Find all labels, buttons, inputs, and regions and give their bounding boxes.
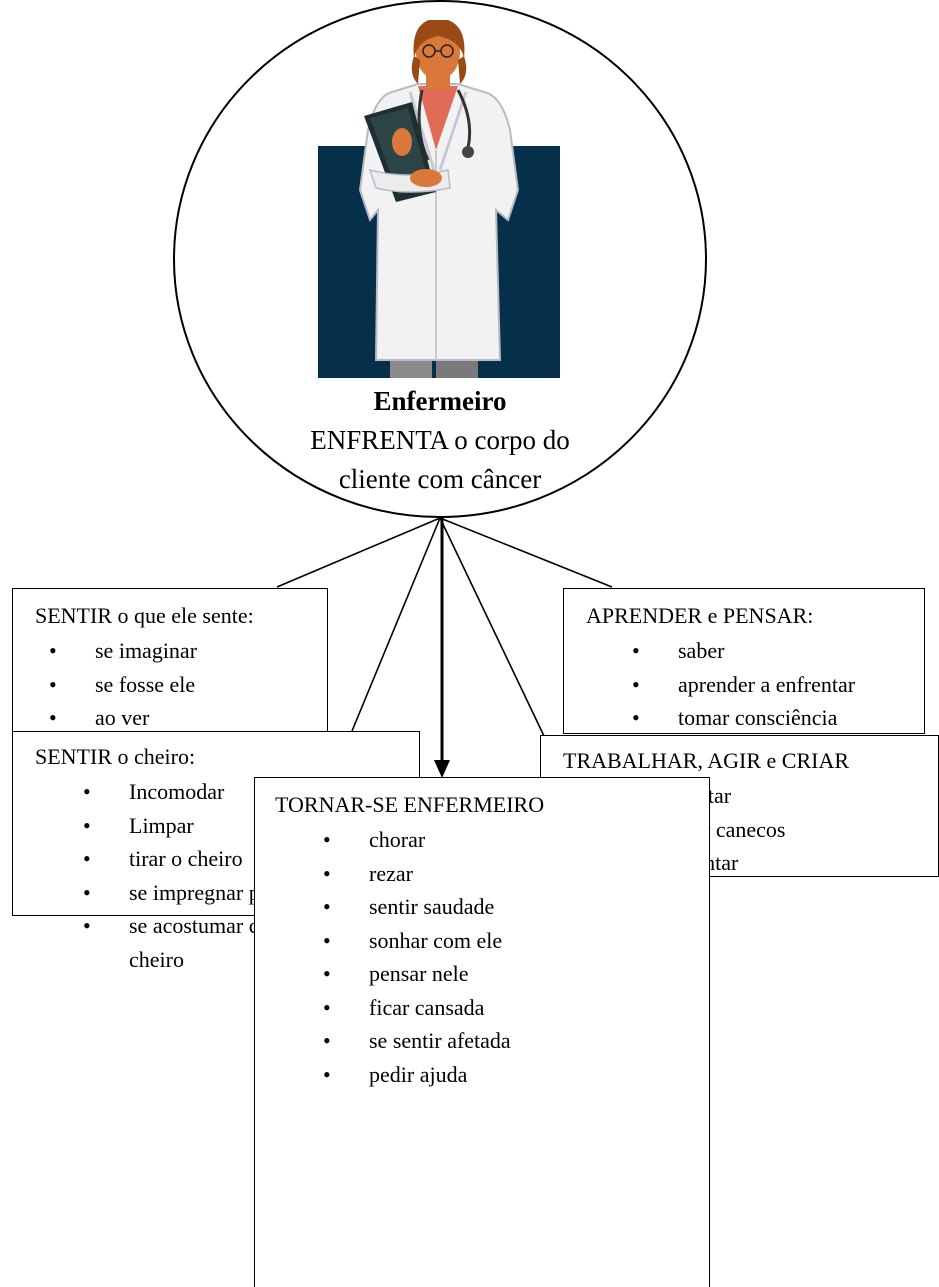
- list-item: •ficar cansada: [323, 994, 485, 1020]
- box-title: TRABALHAR, AGIR e CRIAR: [563, 748, 850, 773]
- list-item: •saber: [632, 638, 725, 663]
- list-item: •Incomodar: [83, 779, 225, 804]
- connector-line-trabalhar: [439, 517, 545, 737]
- center-line-2: cliente com câncer: [338, 464, 542, 494]
- center-caption: Enfermeiro ENFRENTA o corpo do cliente c…: [240, 382, 640, 499]
- box-title: SENTIR o que ele sente:: [35, 603, 254, 628]
- connector-line-sentir-cheiro: [351, 517, 441, 732]
- list-item: •pedir ajuda: [323, 1061, 468, 1087]
- center-title: Enfermeiro: [373, 386, 507, 416]
- box-list: •saber •aprender a enfrentar •tomar cons…: [632, 634, 924, 735]
- box-list: •chorar •rezar •sentir saudade •sonhar c…: [323, 823, 709, 1091]
- list-item: •pensar nele: [323, 961, 469, 986]
- box-tornar-se-enfermeiro: TORNAR-SE ENFERMEIRO •chorar •rezar •sen…: [254, 777, 710, 1287]
- box-aprender-e-pensar: APRENDER e PENSAR: •saber •aprender a en…: [563, 588, 925, 734]
- list-item: •se sentir afetada: [323, 1028, 511, 1053]
- list-item: •se imaginar: [49, 638, 198, 663]
- box-sentir-o-que-sente: SENTIR o que ele sente: •se imaginar •se…: [12, 588, 328, 734]
- box-title: TORNAR-SE ENFERMEIRO: [275, 792, 545, 817]
- center-line-1: ENFRENTA o corpo do: [310, 425, 570, 455]
- list-item: •tirar o cheiro: [83, 846, 243, 871]
- center-circle: [173, 0, 707, 518]
- nurse-illustration: [318, 20, 560, 378]
- connector-line-sentir-sente: [276, 517, 441, 588]
- box-title: APRENDER e PENSAR:: [586, 603, 814, 628]
- connector-line-aprender: [439, 517, 613, 588]
- box-title: SENTIR o cheiro:: [35, 744, 196, 769]
- list-item-continuation: cheiro: [129, 946, 184, 972]
- list-item: •tomar consciência: [632, 705, 838, 730]
- list-item: •Limpar: [83, 812, 194, 838]
- list-item: •rezar: [323, 860, 413, 886]
- list-item: •ao ver: [49, 705, 150, 730]
- list-item: •se fosse ele: [49, 671, 196, 697]
- list-item: •sentir saudade: [323, 894, 495, 919]
- list-item: •sonhar com ele: [323, 927, 503, 953]
- list-item: •chorar: [323, 827, 426, 852]
- list-item: •aprender a enfrentar: [632, 671, 856, 697]
- arrow-head: [434, 760, 450, 778]
- box-list: •se imaginar •se fosse ele •ao ver: [49, 634, 327, 735]
